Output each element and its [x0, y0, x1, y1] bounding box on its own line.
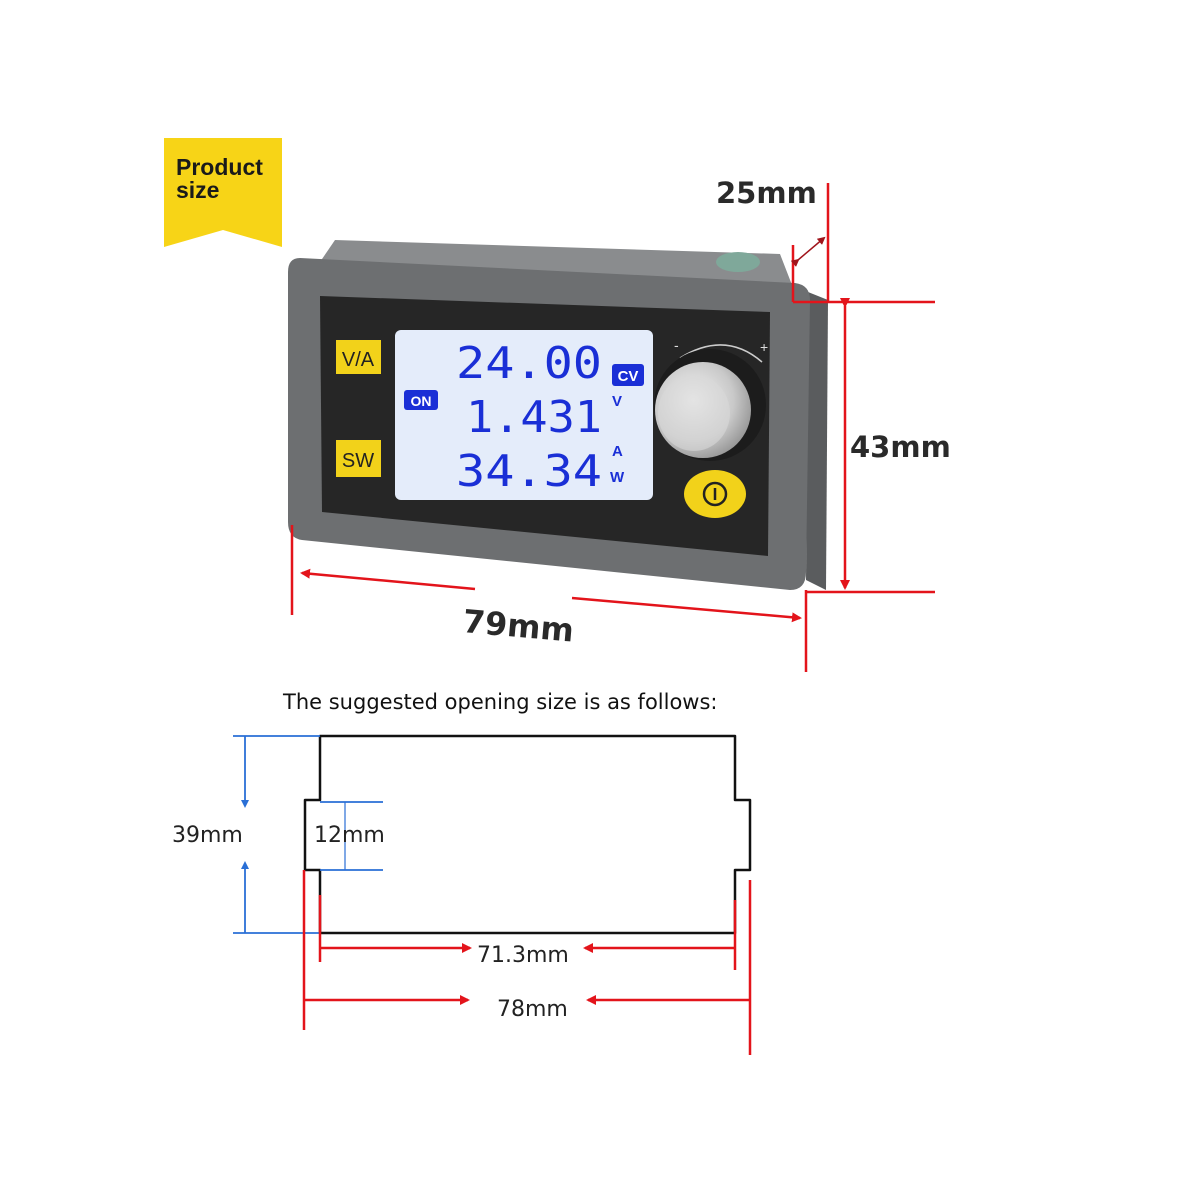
opening-height-label: 39mm — [172, 823, 243, 848]
unit-v: V — [612, 393, 622, 410]
depth-label: 25mm — [716, 176, 817, 210]
power-readout: 34.34 — [456, 446, 602, 497]
sw-button[interactable] — [336, 440, 381, 477]
badge-line-2: size — [176, 177, 219, 203]
rotate-arrow-icon — [679, 344, 763, 363]
height-dimension: 43mm — [793, 298, 951, 594]
unit-a: A — [612, 443, 623, 460]
power-button[interactable] — [684, 470, 746, 518]
va-button[interactable] — [336, 340, 381, 374]
tab-height-dimension: 12mm — [314, 801, 385, 871]
knob-plus: + — [760, 339, 768, 355]
cv-badge-label: CV — [618, 368, 639, 385]
knob-minus: - — [674, 337, 679, 353]
sw-button-label: SW — [342, 450, 374, 472]
product-size-badge: Product size — [164, 138, 282, 247]
outer-width-label: 78mm — [497, 997, 568, 1022]
opening-height-dimension: 39mm — [172, 735, 320, 934]
badge-line-1: Product — [176, 154, 263, 180]
power-icon — [702, 481, 728, 507]
current-readout: 1.431 — [466, 392, 602, 443]
lcd-screen — [395, 330, 653, 500]
height-label: 43mm — [850, 430, 951, 464]
tab-height-label: 12mm — [314, 823, 385, 848]
inner-width-dimension: 71.3mm — [318, 895, 737, 970]
width-label: 79mm — [461, 602, 575, 650]
cv-badge — [612, 364, 644, 386]
depth-dimension: 25mm — [716, 176, 830, 302]
outer-width-dimension: 78mm — [302, 870, 752, 1055]
rear-knob-shaft — [716, 252, 760, 272]
on-badge — [404, 390, 438, 410]
on-badge-label: ON — [411, 393, 432, 409]
va-button-label: V/A — [342, 349, 375, 371]
device-photo: V/A SW 24.00 1.431 34.34 ON CV V A W - + — [288, 240, 828, 590]
voltage-readout: 24.00 — [456, 338, 602, 389]
opening-caption: The suggested opening size is as follows… — [282, 690, 718, 714]
adjust-knob[interactable]: - + — [654, 337, 768, 461]
unit-w: W — [610, 469, 625, 486]
inner-width-label: 71.3mm — [477, 943, 569, 968]
